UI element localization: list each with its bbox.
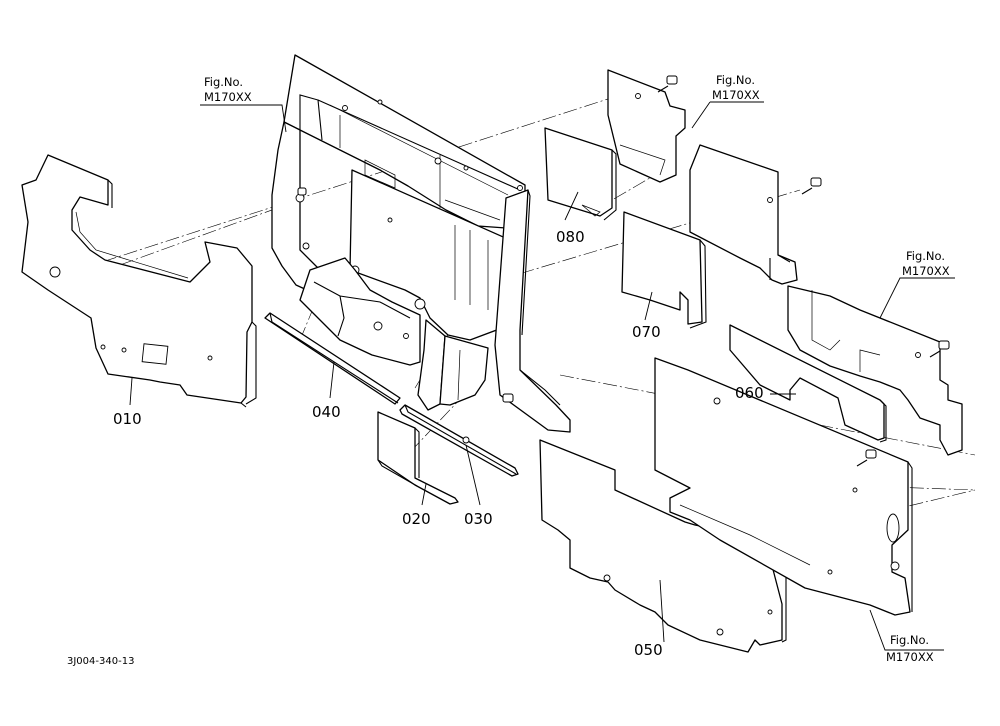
right-bracket (787, 285, 963, 456)
fig-ref-right: Fig.No. M170XX (902, 249, 950, 278)
label-020: 020 (402, 510, 431, 528)
lower-right-bracket (654, 357, 913, 616)
part-030-strip (399, 404, 519, 477)
leader-lines (129, 101, 955, 651)
fig-ref-bottom: Fig.No. M170XX (886, 633, 934, 664)
part-020-bracket (377, 411, 459, 505)
label-070: 070 (632, 323, 661, 341)
label-060: 060 (735, 384, 764, 402)
label-050: 050 (634, 641, 663, 659)
bolt-top-right (657, 75, 678, 93)
fig-ref-top-right-line2: M170XX (712, 88, 760, 102)
bolts (297, 75, 950, 467)
label-080: 080 (556, 228, 585, 246)
bolt-frame (297, 187, 307, 196)
bolt-right (929, 340, 950, 358)
fig-ref-right-line2: M170XX (902, 264, 950, 278)
part-060-strip (729, 324, 887, 443)
label-030: 030 (464, 510, 493, 528)
part-number-labels: 010 040 020 030 080 070 060 050 (113, 228, 764, 659)
fig-ref-top-left-line1: Fig.No. (204, 75, 243, 89)
main-frame (271, 54, 571, 433)
part-070-plate (621, 211, 707, 329)
bolt-mid-right (801, 177, 822, 195)
bolt-center (502, 393, 514, 403)
upper-right-bracket (607, 69, 798, 285)
part-040-strip (264, 312, 401, 405)
drawing-code: 3J004-340-13 (67, 656, 134, 667)
fig-ref-top-left-line2: M170XX (204, 90, 252, 104)
bolt-lower (856, 449, 877, 467)
fig-ref-right-line1: Fig.No. (906, 249, 945, 263)
fig-ref-bottom-line2: M170XX (886, 650, 934, 664)
fig-ref-top-left: Fig.No. M170XX (204, 75, 252, 104)
part-010-panel (21, 154, 257, 408)
fig-ref-bottom-line1: Fig.No. (890, 633, 929, 647)
label-010: 010 (113, 410, 142, 428)
fig-ref-top-right: Fig.No. M170XX (712, 73, 760, 102)
label-040: 040 (312, 403, 341, 421)
fig-ref-top-right-line1: Fig.No. (716, 73, 755, 87)
part-080-plate (544, 127, 617, 221)
